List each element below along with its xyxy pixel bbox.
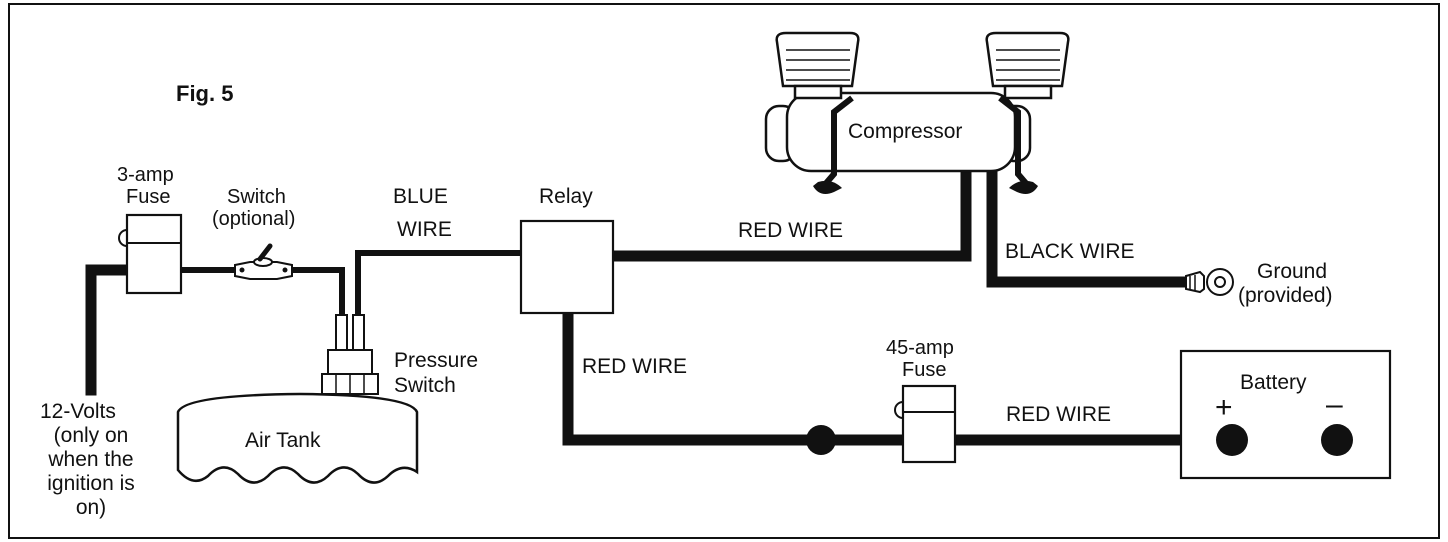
fuse-3amp-body: [125, 213, 183, 295]
red-wire-label-top: RED WIRE: [738, 219, 843, 242]
pressure-switch-terminal-right: [352, 314, 365, 352]
compressor-foot-right: [1009, 180, 1038, 194]
red-wire-relay-fuse: [562, 292, 911, 446]
power-source-line-2: (only on: [54, 424, 129, 447]
battery: Battery + –: [1179, 349, 1392, 480]
compressor-head-right: [985, 31, 1070, 100]
battery-negative-terminal: [1321, 424, 1353, 456]
relay: Relay: [519, 185, 615, 315]
red-wire-relay-compressor: [591, 162, 972, 262]
power-source-line-4: ignition is: [47, 472, 135, 495]
pressure-switch-label-2: Switch: [394, 374, 456, 397]
power-source-label: 12-Volts (only on when the ignition is o…: [40, 400, 135, 519]
fuse-3amp-label-2: Fuse: [126, 186, 170, 208]
black-wire-label: BLACK WIRE: [1005, 240, 1135, 263]
wire-junction-dot: [806, 425, 836, 455]
ground-terminal: [1185, 268, 1234, 296]
red-wire-label-bottom: RED WIRE: [1006, 403, 1111, 426]
air-tank-label: Air Tank: [245, 429, 321, 452]
pressure-switch-label-1: Pressure: [394, 349, 478, 372]
toggle-switch-terminal-left: [239, 267, 245, 273]
relay-label: Relay: [539, 185, 593, 208]
fuse-45amp-body: [901, 384, 957, 464]
pressure-switch-terminal-left: [335, 314, 348, 352]
toggle-switch-lever: [257, 243, 273, 262]
relay-box: [519, 219, 615, 315]
battery-case: [1179, 349, 1392, 480]
compressor-head-left: [775, 31, 860, 100]
fuse-45amp: 45-amp Fuse: [886, 337, 957, 464]
toggle-switch-terminal-right: [282, 267, 288, 273]
ground-ring-hole: [1214, 276, 1226, 288]
compressor: Compressor: [764, 31, 1070, 194]
power-source-line-5: on): [76, 496, 106, 519]
fuse-3amp-label-1: 3-amp: [117, 164, 174, 186]
switch-to-pressure-wire: [292, 267, 345, 318]
compressor-foot-left: [813, 180, 842, 194]
toggle-switch: Switch (optional): [212, 186, 295, 280]
red-wire-label-middle: RED WIRE: [582, 355, 687, 378]
black-wire: [986, 162, 1196, 288]
fuse-3amp: 3-amp Fuse: [117, 164, 183, 295]
battery-positive-terminal: [1216, 424, 1248, 456]
blue-wire: [355, 250, 531, 318]
air-tank: Air Tank: [176, 392, 419, 484]
pressure-switch-cap: [327, 349, 373, 375]
ground-label-1: Ground: [1257, 260, 1327, 283]
air-tank-body: [176, 392, 419, 484]
ground-label-2: (provided): [1238, 284, 1333, 307]
power-source-line-1: 12-Volts: [40, 400, 116, 423]
switch-label-2: (optional): [212, 208, 295, 230]
figure-label: Fig. 5: [176, 81, 233, 106]
blue-wire-label-1: BLUE: [393, 185, 448, 208]
switch-label-1: Switch: [227, 186, 286, 208]
compressor-label: Compressor: [848, 120, 962, 143]
diagram-frame: [8, 3, 1440, 539]
fuse-45amp-tab: [894, 401, 904, 419]
fuse-45amp-label-1: 45-amp: [886, 337, 954, 359]
wires: [85, 162, 1238, 446]
blue-wire-label-2: WIRE: [397, 218, 452, 241]
power-feed-wire: [85, 264, 136, 396]
power-source-line-3: when the: [47, 448, 133, 471]
pressure-switch: Pressure Switch: [321, 314, 478, 397]
battery-plus-sign: +: [1215, 391, 1233, 424]
fuse-45amp-label-2: Fuse: [902, 359, 946, 381]
fuse-3amp-tab: [118, 229, 128, 247]
battery-minus-sign: –: [1326, 388, 1343, 421]
battery-label: Battery: [1240, 371, 1307, 394]
